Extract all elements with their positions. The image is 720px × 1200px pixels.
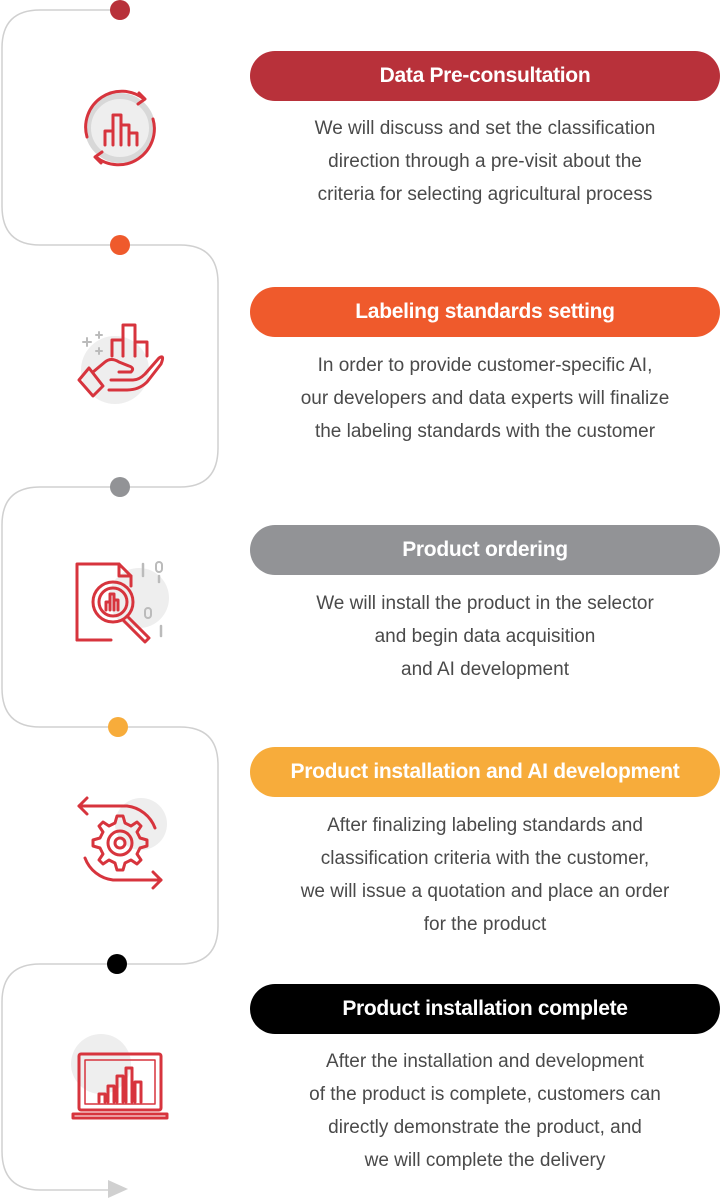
document-magnifier-icon xyxy=(65,550,175,660)
description-line: for the product xyxy=(423,914,547,935)
description-line: classification criteria with the custome… xyxy=(320,848,650,869)
step-2-title-pill: Labeling standards setting xyxy=(250,287,720,337)
description-line: We will install the product in the selec… xyxy=(316,593,654,614)
step-4-description: After finalizing labeling standards and … xyxy=(250,809,720,941)
description-line: and begin data acquisition xyxy=(374,626,596,647)
connector-end-arrow-icon xyxy=(108,1180,128,1198)
description-line: we will issue a quotation and place an o… xyxy=(300,881,670,902)
description-line: of the product is complete, customers ca… xyxy=(309,1084,661,1105)
step-2-dot xyxy=(110,235,130,255)
step-3-title-pill: Product ordering xyxy=(250,525,720,575)
step-4-dot xyxy=(108,717,128,737)
gear-cycle-icon xyxy=(65,788,175,898)
description-line: and AI development xyxy=(401,659,569,680)
laptop-chart-icon xyxy=(65,1028,175,1138)
step-5-dot xyxy=(107,954,127,974)
description-line: the labeling standards with the customer xyxy=(314,421,656,442)
description-line: We will discuss and set the classificati… xyxy=(314,118,656,139)
data-refresh-chart-icon xyxy=(65,73,175,183)
description-line: After finalizing labeling standards and xyxy=(327,815,643,836)
step-1-description: We will discuss and set the classificati… xyxy=(250,112,720,211)
step-5-description: After the installation and development o… xyxy=(250,1045,720,1177)
step-3-description: We will install the product in the selec… xyxy=(250,587,720,686)
description-line: we will complete the delivery xyxy=(364,1150,606,1171)
description-line: In order to provide customer-specific AI… xyxy=(317,355,653,376)
step-1-title-pill: Data Pre-consultation xyxy=(250,51,720,101)
description-line: criteria for selecting agricultural proc… xyxy=(317,184,653,205)
step-3-dot xyxy=(110,477,130,497)
step-4-title-pill: Product installation and AI development xyxy=(250,747,720,797)
description-line: our developers and data experts will fin… xyxy=(300,388,670,409)
description-line: directly demonstrate the product, and xyxy=(328,1117,642,1138)
description-line: direction through a pre-visit about the xyxy=(328,151,642,172)
step-2-description: In order to provide customer-specific AI… xyxy=(250,349,720,448)
step-1-dot xyxy=(110,0,130,20)
hand-chart-icon xyxy=(65,310,175,420)
step-5-title-pill: Product installation complete xyxy=(250,984,720,1034)
description-line: After the installation and development xyxy=(326,1051,644,1072)
